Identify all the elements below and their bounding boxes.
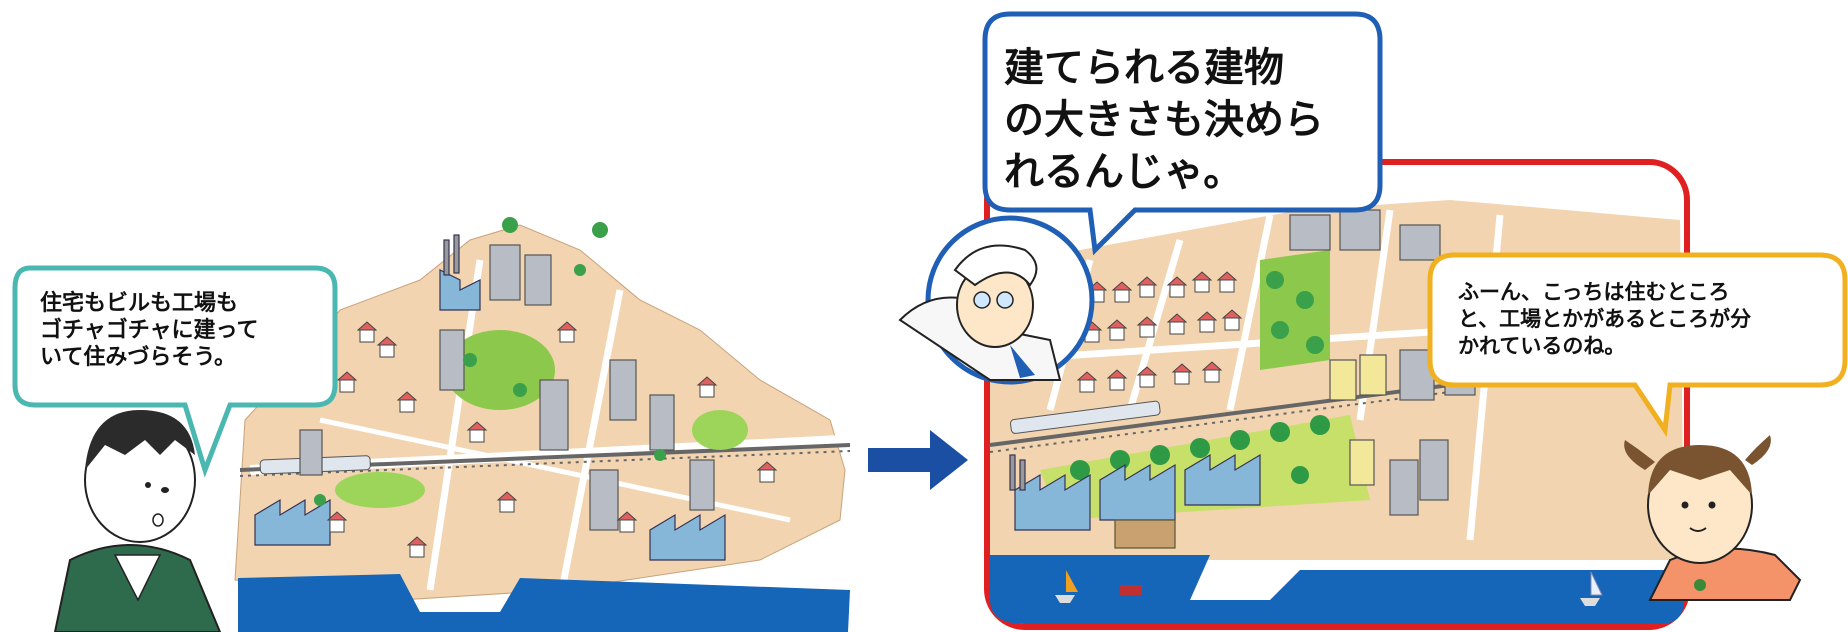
messy-trees (314, 217, 666, 506)
messy-town-map (234, 217, 851, 632)
girl-speech-text: ふーん、こっちは住むところ と、工場とかがあるところが分 かれているのね。 (1458, 280, 1752, 358)
arrow-right-icon (868, 430, 968, 490)
messy-park (445, 330, 555, 410)
zoned-town-sea (990, 555, 1684, 624)
zoned-factories (1009, 453, 1261, 531)
boy-speech-bubble (12, 265, 338, 478)
girl-speech-bubble (1427, 252, 1848, 438)
messy-office-buildings (299, 244, 715, 531)
professor-character (898, 215, 1095, 385)
boy-character (53, 410, 222, 632)
boy-speech-text: 住宅もビルも工場も ゴチャゴチャに建って いて住みづらそう。 (40, 291, 259, 370)
girl-character (1624, 435, 1802, 601)
messy-houses (326, 321, 778, 558)
sage-speech-bubble (982, 11, 1383, 256)
professor-speech-text: 建てられる建物 の大きさも決めら れるんじゃ。 (1004, 45, 1324, 195)
boats (1055, 570, 1603, 606)
messy-town-sea (238, 574, 850, 632)
messy-factories (254, 234, 726, 561)
zoned-trees (1070, 415, 1330, 504)
